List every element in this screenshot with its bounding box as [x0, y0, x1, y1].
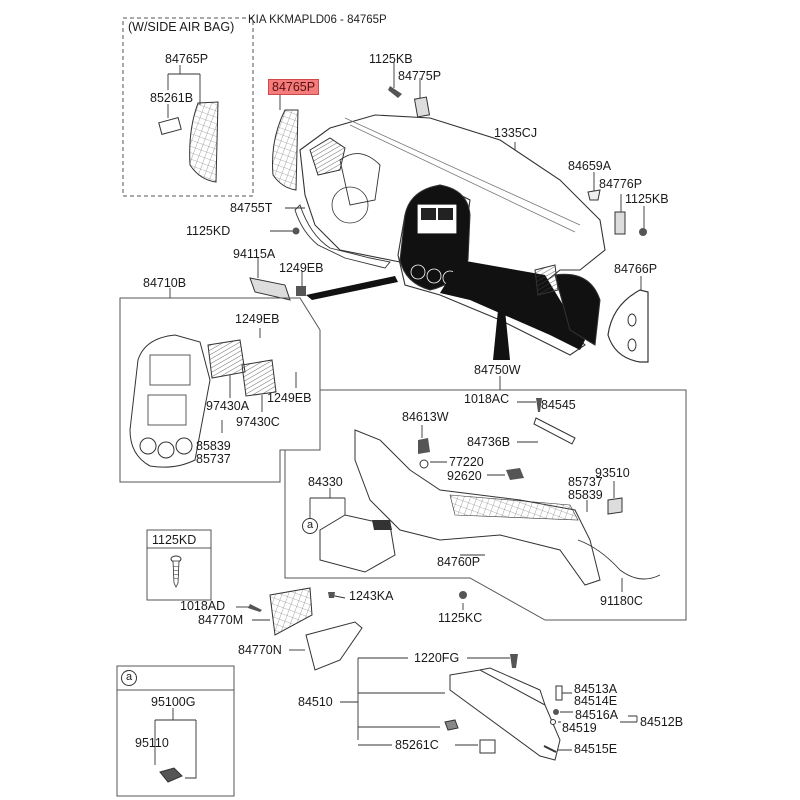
- trim-94115a: [249, 277, 291, 301]
- part-label[interactable]: 95110: [135, 736, 169, 750]
- part-label[interactable]: 1125KD: [186, 224, 231, 238]
- side-cover-84765p: [272, 109, 299, 191]
- lamp-92620: [506, 468, 524, 480]
- screw-1125kd: [292, 227, 300, 235]
- part-label[interactable]: 1243KA: [349, 589, 394, 603]
- part-label[interactable]: 85261C: [395, 738, 439, 752]
- bolt-1125kb-right: [639, 228, 647, 236]
- part-label[interactable]: 84512B: [640, 715, 684, 729]
- part-label[interactable]: 84770N: [238, 643, 282, 657]
- part-label[interactable]: 85839: [196, 439, 231, 453]
- part-label[interactable]: 1249EB: [279, 261, 324, 275]
- part-label[interactable]: 1125KC: [438, 611, 483, 625]
- part-label[interactable]: 84330: [308, 475, 343, 489]
- part-label[interactable]: 1018AD: [180, 599, 226, 613]
- lower-panel-box: [284, 389, 687, 621]
- part-label[interactable]: 85261B: [150, 91, 194, 105]
- rod-84515e: [543, 745, 557, 753]
- part-label[interactable]: 1249EB: [267, 391, 312, 405]
- part-label[interactable]: 1018AC: [464, 392, 510, 406]
- part-label[interactable]: 93510: [595, 466, 630, 480]
- cover-84770m: [269, 587, 313, 636]
- bracket-84776p: [614, 211, 626, 235]
- part-label[interactable]: 84545: [541, 398, 576, 412]
- part-label[interactable]: 95100G: [151, 695, 196, 709]
- wiring-91180c: [577, 539, 661, 580]
- part-label[interactable]: 84750W: [474, 363, 521, 377]
- part-label[interactable]: 84613W: [402, 410, 449, 424]
- part-label[interactable]: 84513A: [574, 682, 618, 696]
- label-plate-85261c: [479, 739, 496, 754]
- detail-box-a: [116, 665, 235, 797]
- label-plate-85261b: [158, 117, 182, 135]
- cover-84770n: [305, 621, 363, 671]
- detail-ref-a[interactable]: a: [302, 518, 318, 534]
- part-label[interactable]: 85737: [568, 475, 603, 489]
- part-label[interactable]: 84765P: [165, 52, 209, 66]
- part-label[interactable]: 77220: [449, 455, 484, 469]
- bolt-1220fg: [510, 654, 518, 668]
- part-label[interactable]: 84510: [298, 695, 333, 709]
- bolt-1018ad: [248, 604, 262, 612]
- part-label[interactable]: 84514E: [574, 694, 618, 708]
- part-label[interactable]: 92620: [447, 469, 482, 483]
- glove-box-84510: [449, 669, 561, 761]
- vent-97430a: [207, 339, 246, 379]
- part-label[interactable]: 1249EB: [235, 312, 280, 326]
- screw-icon: [170, 555, 182, 588]
- part-label[interactable]: 84755T: [230, 201, 273, 215]
- lamp-bulb-95110: [159, 767, 183, 783]
- part-label[interactable]: 97430C: [236, 415, 280, 429]
- damper-84516a: [553, 709, 559, 715]
- switch-93510: [607, 497, 623, 515]
- part-label[interactable]: 1335CJ: [494, 126, 538, 140]
- part-label[interactable]: 84736B: [467, 435, 511, 449]
- highlighted-part-label[interactable]: 84765P: [268, 79, 320, 95]
- part-label[interactable]: 85839: [568, 488, 603, 502]
- part-label[interactable]: 91180C: [600, 594, 643, 608]
- bolt-1125kc: [459, 591, 467, 599]
- side-airbag-box: [122, 17, 254, 197]
- diagram-title: KIA KKMAPLD06 - 84765P: [248, 14, 387, 26]
- part-label[interactable]: 84775P: [398, 69, 442, 83]
- switch-84613w: [418, 438, 430, 454]
- part-label[interactable]: 97430A: [206, 399, 250, 413]
- part-label[interactable]: 84710B: [143, 276, 187, 290]
- latch-bracket: [444, 719, 459, 731]
- part-label[interactable]: 84776P: [599, 177, 643, 191]
- pin-84519: [550, 719, 556, 725]
- part-label[interactable]: 94115A: [233, 247, 276, 261]
- pointer-wedge: [306, 276, 398, 300]
- bolt-1125kb: [388, 86, 402, 98]
- side-airbag-note: (W/SIDE AIR BAG): [128, 20, 235, 34]
- label-84513a: [555, 685, 563, 701]
- part-label[interactable]: 84516A: [575, 708, 619, 722]
- pointer-wedge-2: [493, 310, 510, 360]
- bracket-84775p: [413, 96, 431, 118]
- side-cover-84766p: [607, 289, 649, 363]
- bracket-84545: [533, 417, 576, 445]
- fastener-box-title[interactable]: 1125KD: [152, 533, 197, 547]
- part-label[interactable]: 1220FG: [414, 651, 460, 665]
- screw-1018ac: [536, 398, 542, 412]
- clip-84659a: [587, 189, 601, 201]
- bolt-1249eb-top: [296, 286, 306, 296]
- fastener-box-1125kd: [146, 529, 212, 601]
- screw-1243ka: [328, 592, 335, 598]
- vent-97430c: [241, 359, 277, 397]
- part-label[interactable]: 84519: [562, 721, 597, 735]
- detail-box-ref: a: [121, 670, 137, 686]
- part-label[interactable]: 84515E: [574, 742, 618, 756]
- part-label[interactable]: 1125KB: [369, 52, 413, 66]
- dashboard-84750w: [299, 114, 606, 356]
- part-label[interactable]: 1125KB: [625, 192, 669, 206]
- part-label[interactable]: 84766P: [614, 262, 658, 276]
- lower-trim-84755t: [294, 204, 391, 269]
- part-label[interactable]: 85737: [196, 452, 231, 466]
- part-label[interactable]: 84760P: [437, 555, 481, 569]
- side-cover-84765p-alt: [189, 101, 219, 183]
- part-label[interactable]: 84659A: [568, 159, 612, 173]
- socket-77220: [419, 459, 429, 469]
- part-label[interactable]: 84770M: [198, 613, 244, 627]
